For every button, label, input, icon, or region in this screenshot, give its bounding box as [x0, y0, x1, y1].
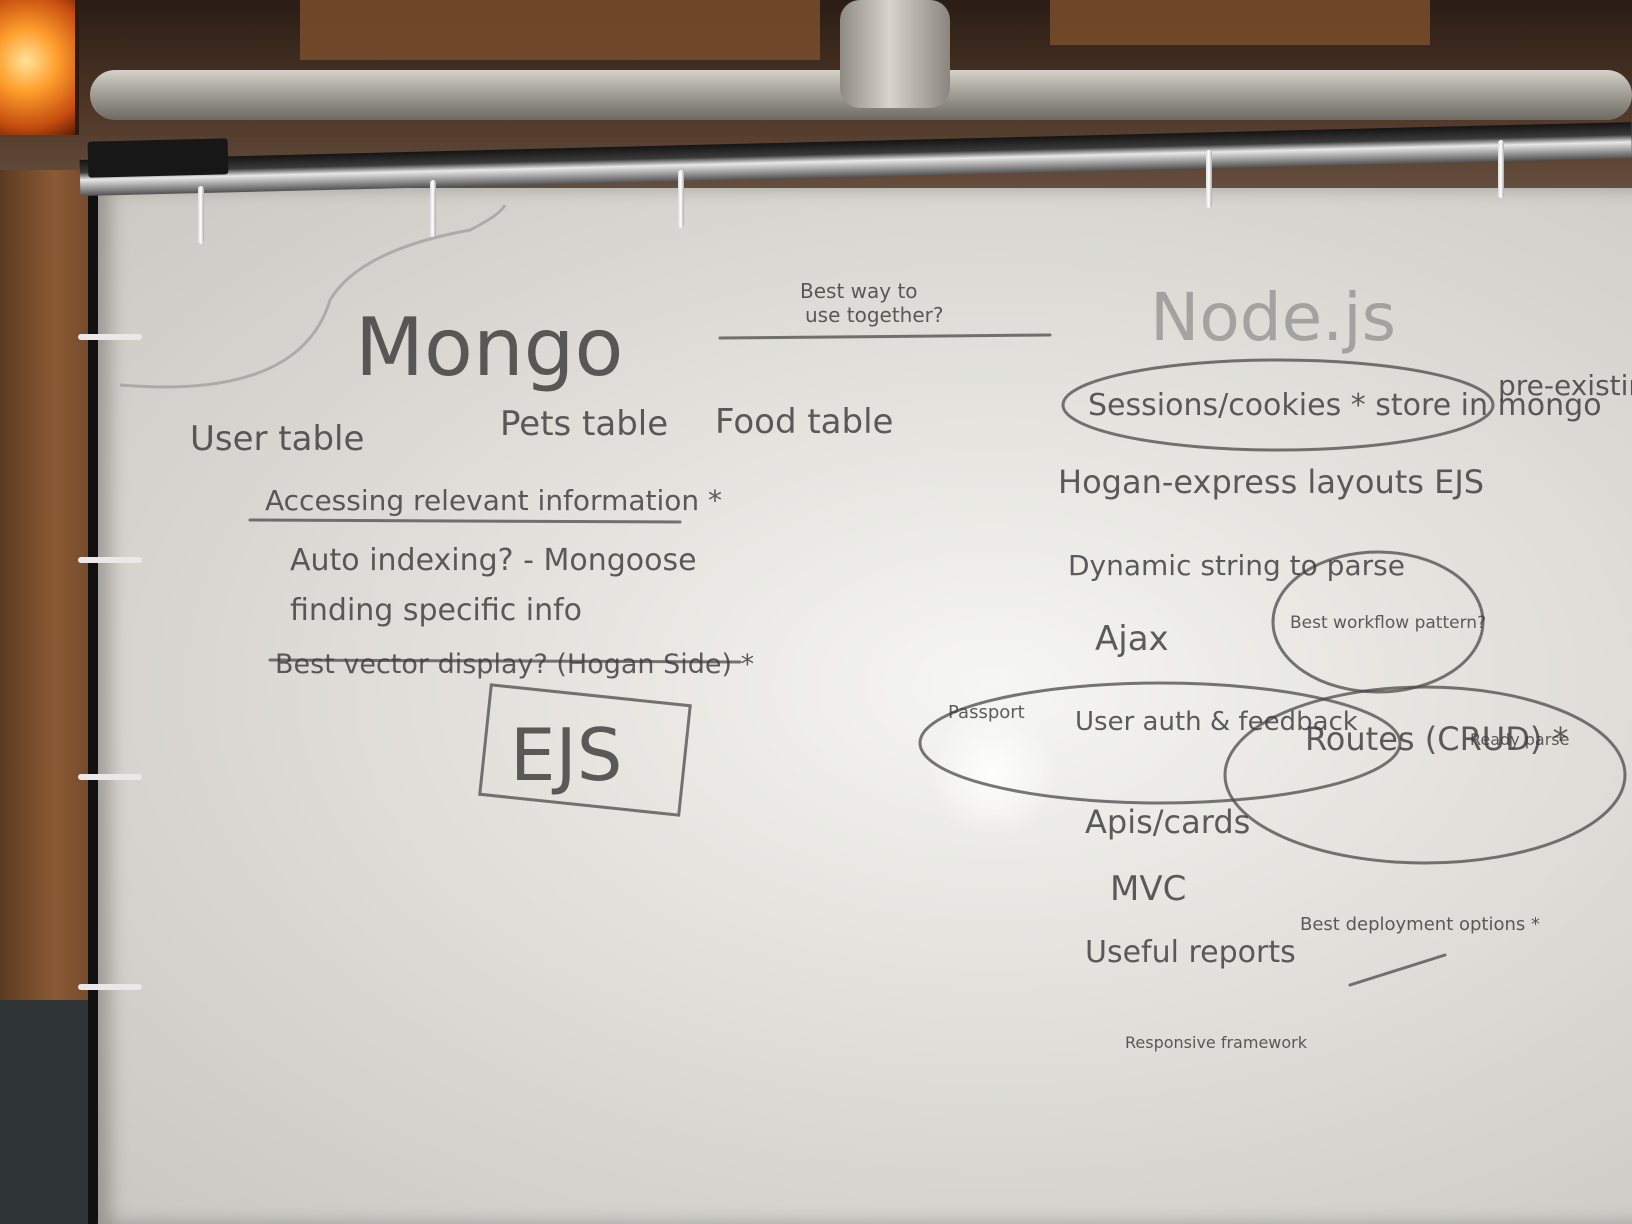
ceiling-duct [840, 0, 950, 108]
hanging-clip [1498, 140, 1504, 198]
ceiling-beam [1050, 0, 1430, 45]
exit-sign [0, 0, 79, 135]
light-glare [928, 708, 1058, 838]
ceiling-beam [300, 0, 820, 60]
side-clip [78, 334, 142, 340]
hanging-clip [1206, 150, 1212, 208]
side-clip [78, 774, 142, 780]
hanging-clip [430, 180, 436, 238]
hanging-clip [678, 170, 684, 228]
side-clip [78, 984, 142, 990]
eraser [87, 138, 229, 178]
hanging-clip [198, 186, 204, 244]
whiteboard [88, 188, 1632, 1224]
side-clip [78, 557, 142, 563]
